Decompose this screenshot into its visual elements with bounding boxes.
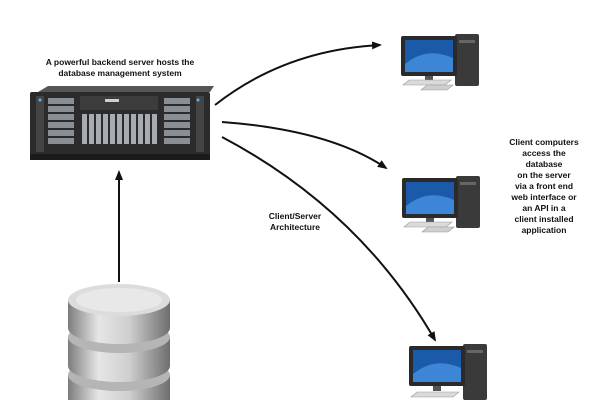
desktop-computer-icon	[401, 34, 479, 91]
client-caption-line: via a front end	[514, 181, 574, 191]
arrow-server-to-client-2	[221, 121, 388, 170]
desktop-computer-icon	[402, 176, 480, 233]
arrow-server-to-client-3	[221, 136, 436, 342]
client-caption-line: on the server	[517, 170, 571, 180]
client-caption: Client computers access the database on …	[488, 137, 600, 236]
client-caption-line: database	[525, 159, 563, 169]
architecture-caption-line: Architecture	[269, 222, 321, 232]
client-caption-line: Client computers	[509, 137, 579, 147]
architecture-caption-line: Client/Server	[268, 211, 322, 221]
desktop-computer-icon	[409, 344, 487, 400]
client-caption-line: an API in a	[522, 203, 566, 213]
server-caption: A powerful backend server hosts the data…	[30, 57, 210, 79]
arrow-server-to-client-1	[214, 41, 382, 106]
server-caption-line: database management system	[58, 68, 182, 78]
client-caption-line: client installed	[514, 214, 574, 224]
server-caption-line: A powerful backend server hosts the	[45, 57, 195, 67]
architecture-caption: Client/Server Architecture	[255, 211, 335, 233]
client-caption-line: access the	[522, 148, 566, 158]
client-caption-line: web interface or	[511, 192, 577, 202]
client-caption-line: application	[521, 225, 567, 235]
